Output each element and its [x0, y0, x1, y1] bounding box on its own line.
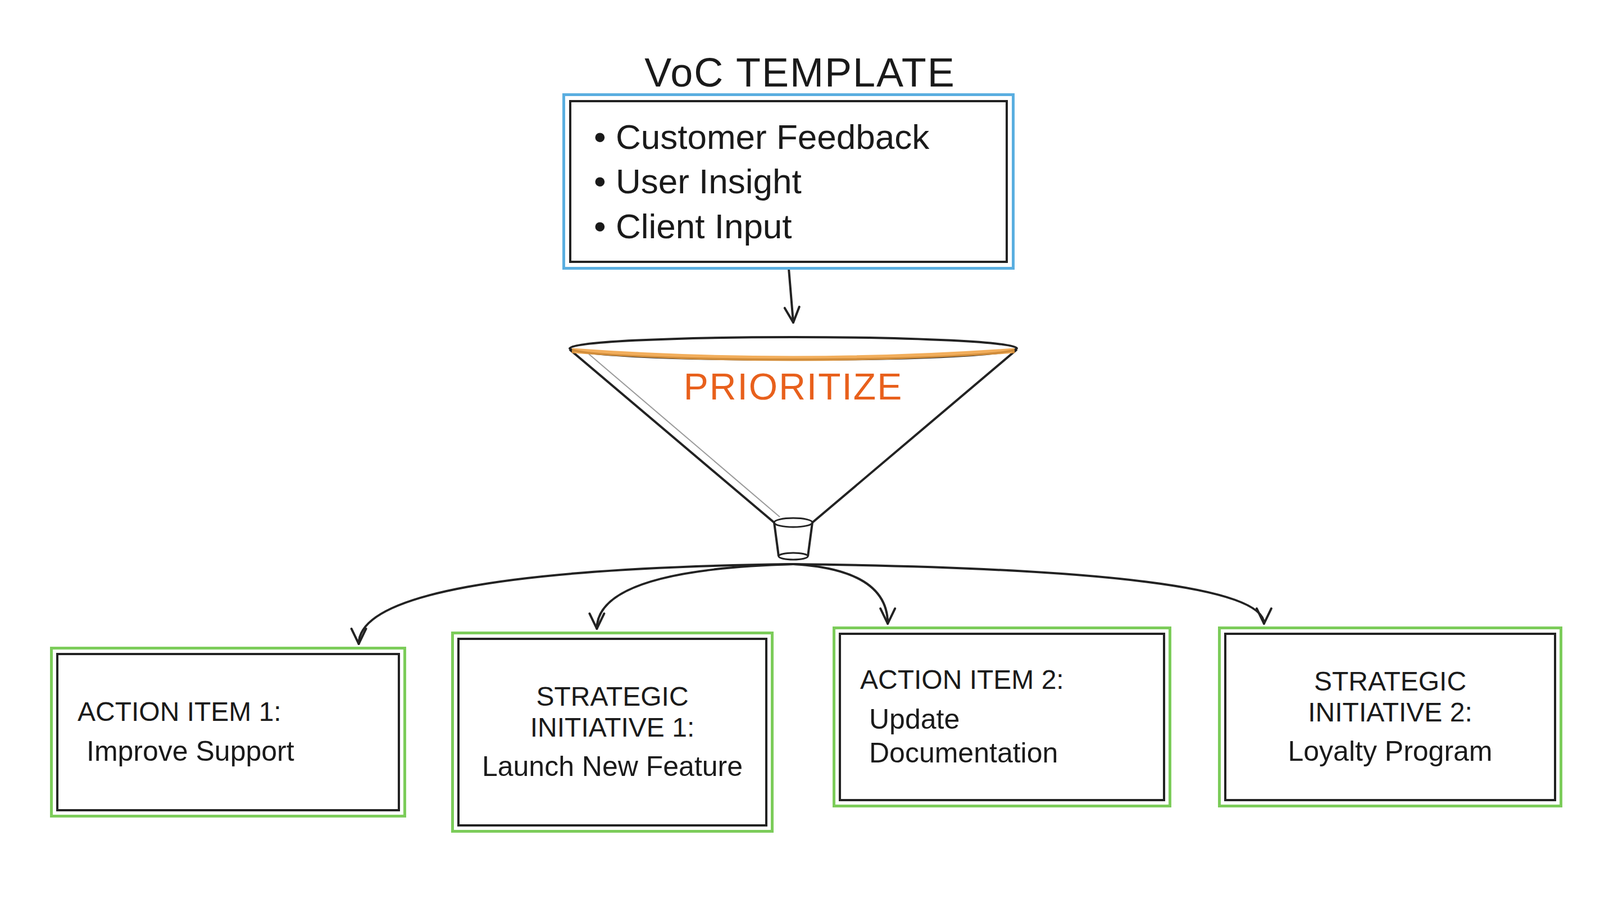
arrow-head [1256, 608, 1272, 624]
arrow-head [880, 608, 895, 624]
box-heading: ACTION ITEM 1: [77, 696, 379, 727]
box-body: Launch New Feature [478, 749, 747, 784]
arrow-head [589, 613, 604, 629]
bullet-item: • Client Input [593, 203, 984, 249]
action-box: STRATEGIC INITIATIVE 2: Loyalty Program [1224, 632, 1557, 802]
arrow-head [351, 628, 367, 644]
action-box: ACTION ITEM 1: Improve Support [56, 652, 400, 812]
box-body: Loyalty Program [1245, 734, 1535, 768]
box-body: Update Documentation [860, 702, 1144, 770]
action-box: STRATEGIC INITIATIVE 1: Launch New Featur… [457, 637, 768, 827]
flow-connector [596, 564, 794, 629]
box-heading: STRATEGIC INITIATIVE 2: [1245, 665, 1535, 728]
bullet-item: • Customer Feedback [593, 114, 984, 159]
flow-connector [358, 564, 794, 644]
template-box: • Customer Feedback• User Insight• Clien… [569, 100, 1008, 263]
flow-connector [793, 564, 888, 624]
box-body: Improve Support [77, 734, 379, 768]
box-heading: STRATEGIC INITIATIVE 1: [478, 680, 747, 743]
funnel-label: PRIORITIZE [683, 365, 903, 408]
bullet-item: • User Insight [593, 158, 984, 204]
flow-connector [793, 564, 1265, 624]
arrow-head [784, 306, 800, 323]
funnel-shape: PRIORITIZE [566, 331, 1021, 562]
action-box: ACTION ITEM 2: Update Documentation [838, 632, 1166, 802]
diagram-title: VoC TEMPLATE [0, 49, 1600, 96]
box-heading: ACTION ITEM 2: [860, 664, 1144, 695]
